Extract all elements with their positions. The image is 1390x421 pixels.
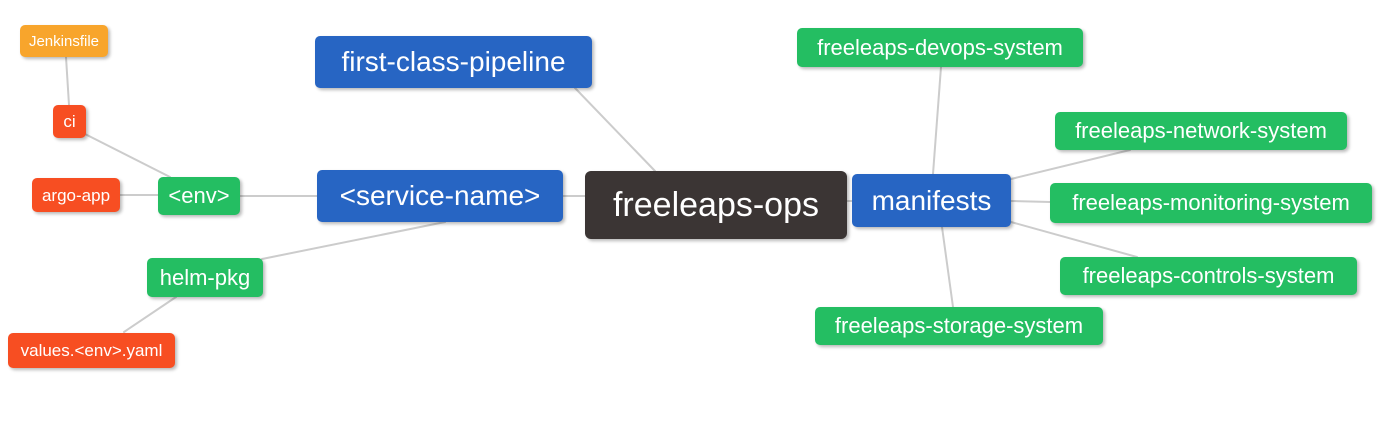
edge-manifests-freeleaps-controls-system — [1010, 221, 1138, 258]
node-freeleaps-ops[interactable]: freeleaps-ops — [585, 171, 847, 239]
node-service-name[interactable]: <service-name> — [317, 170, 563, 222]
edge-manifests-freeleaps-devops-system — [932, 66, 942, 175]
node-freeleaps-monitoring-system[interactable]: freeleaps-monitoring-system — [1050, 183, 1372, 223]
edge-jenkinsfile-ci — [65, 56, 70, 106]
node-helm-pkg[interactable]: helm-pkg — [147, 258, 263, 297]
node-manifests[interactable]: manifests — [852, 174, 1011, 227]
edge-ci-env — [84, 133, 171, 178]
edge-helm-pkg-service-name — [261, 221, 446, 260]
node-first-class-pipeline[interactable]: first-class-pipeline — [315, 36, 592, 88]
edge-manifests-freeleaps-storage-system — [941, 226, 954, 308]
edge-first-class-pipeline-freeleaps-ops — [574, 87, 656, 172]
node-argo-app[interactable]: argo-app — [32, 178, 120, 212]
edge-manifests-freeleaps-network-system — [1010, 149, 1131, 180]
node-freeleaps-devops-system[interactable]: freeleaps-devops-system — [797, 28, 1083, 67]
node-env[interactable]: <env> — [158, 177, 240, 215]
node-ci[interactable]: ci — [53, 105, 86, 138]
node-jenkinsfile[interactable]: Jenkinsfile — [20, 25, 108, 57]
node-values-env-yaml[interactable]: values.<env>.yaml — [8, 333, 175, 368]
node-freeleaps-controls-system[interactable]: freeleaps-controls-system — [1060, 257, 1357, 295]
edge-values-env-yaml-helm-pkg — [123, 296, 177, 333]
edge-manifests-freeleaps-monitoring-system — [1010, 200, 1051, 203]
node-freeleaps-storage-system[interactable]: freeleaps-storage-system — [815, 307, 1103, 345]
node-freeleaps-network-system[interactable]: freeleaps-network-system — [1055, 112, 1347, 150]
